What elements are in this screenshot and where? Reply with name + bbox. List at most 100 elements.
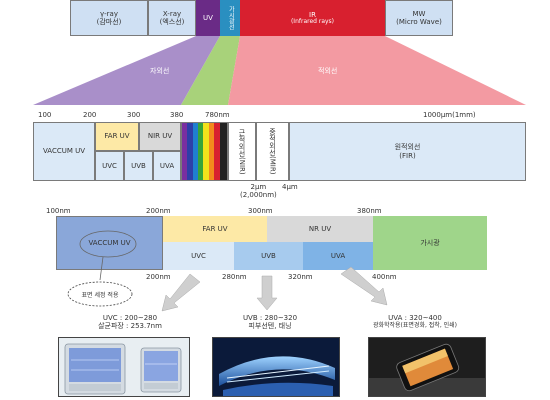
bar-uvb-label: UVB	[131, 161, 146, 170]
detail-tick-300: 300nm	[248, 207, 273, 215]
detail-tick-380: 380nm	[357, 207, 382, 215]
scale-tick-780: 780nm	[205, 111, 230, 119]
caption-uvc-line2: 살균파장 : 253.7nm	[98, 322, 162, 331]
detail-visible-label: 가시광	[420, 238, 440, 247]
band-ir-line1: IR	[309, 10, 316, 19]
arrow-uva	[340, 266, 388, 306]
rainbow-green	[198, 123, 204, 180]
tanning-bed-illustration	[219, 356, 335, 396]
scale-tick-300: 300	[127, 111, 141, 119]
rainbow-indigo	[187, 123, 193, 180]
arrow-uvb	[256, 275, 278, 311]
detail-bottom-tick-200: 200nm	[146, 273, 171, 281]
bar-mid-ir: 중적외선(MIR)	[256, 122, 289, 181]
photo-uvb-tanning-bed	[212, 337, 340, 397]
band-gamma-line1: γ-ray	[100, 9, 118, 18]
caption-uva-line1: UVA : 320~400	[388, 314, 442, 322]
scale-below-4um: 4μm	[282, 183, 298, 191]
detail-uvb: UVB	[234, 242, 303, 270]
bar-vaccum-uv-label: VACCUM UV	[42, 147, 86, 156]
photo-uva-phone	[368, 337, 486, 397]
bar-nir-uv: NIR UV	[139, 122, 181, 151]
fan-ir	[228, 36, 526, 105]
detail-bottom-tick-280: 280nm	[222, 273, 247, 281]
caption-uva-line2: 광화학작용(표면경화, 접착, 인쇄)	[372, 322, 458, 330]
rainbow-dark	[219, 123, 228, 180]
fan-uv	[33, 36, 220, 105]
bar-far-ir-line1: 원적외선	[394, 143, 421, 152]
scale-tick-1mm: 1000μm(1mm)	[423, 111, 476, 119]
bar-far-ir-line2: (FIR)	[399, 151, 416, 160]
fan-ir-label: 적외선	[318, 67, 338, 75]
detail-visible: 가시광	[373, 216, 487, 270]
caption-uvb: UVB : 280~320 피부선텐, 태닝	[220, 314, 320, 331]
detail-uva: UVA	[303, 242, 373, 270]
visible-rainbow	[181, 122, 228, 181]
detail-nr-uv: NR UV	[267, 216, 373, 242]
detail-uva-label: UVA	[330, 251, 346, 260]
caption-uvb-line2: 피부선텐, 태닝	[248, 322, 292, 331]
scale-tick-200: 200	[83, 111, 97, 119]
band-ir-line2: (Infrared rays)	[290, 17, 335, 25]
photo-uvc-sterilizer	[58, 337, 190, 397]
surface-note: 표면 세정 적용	[81, 292, 119, 299]
scale-below-2um-line2: (2,000nm)	[240, 191, 277, 200]
bar-uvc: UVC	[95, 151, 124, 181]
detail-nr-uv-label: NR UV	[308, 224, 332, 233]
detail-tick-200: 200nm	[146, 207, 171, 215]
arrow-uvc	[161, 273, 201, 312]
bar-far-ir: 원적외선 (FIR)	[289, 122, 526, 181]
detail-uvc-label: UVC	[191, 251, 206, 260]
bar-vaccum-uv: VACCUM UV	[33, 122, 95, 181]
caption-uvc: UVC : 200~280 살균파장 : 253.7nm	[80, 314, 180, 331]
band-xray-line1: X-ray	[162, 9, 182, 18]
band-uv: UV	[196, 0, 220, 36]
detail-vaccum-uv: VACCUM UV	[56, 216, 163, 270]
sterilizer-illustration	[64, 343, 182, 395]
vaccum-connector	[99, 256, 104, 281]
bar-far-uv: FAR UV	[95, 122, 139, 151]
bar-mid-ir-label: 중적외선(MIR)	[268, 128, 277, 175]
vaccum-oval	[79, 230, 137, 258]
caption-uva: UVA : 320~400 광화학작용(표면경화, 접착, 인쇄)	[345, 314, 485, 330]
bar-far-uv-label: FAR UV	[104, 132, 130, 141]
bar-uva: UVA	[153, 151, 181, 181]
rainbow-orange	[208, 123, 215, 180]
scale-below-2um-line1: 2μm	[250, 183, 267, 191]
rainbow-yellow	[203, 123, 209, 180]
detail-tick-100: 100nm	[46, 207, 71, 215]
band-xray: X-ray (엑스선)	[148, 0, 196, 36]
bar-nir-uv-label: NIR UV	[147, 132, 173, 141]
rainbow-red	[214, 123, 220, 180]
detail-uvc: UVC	[163, 242, 234, 270]
bar-near-ir-label: 근적외선(NIR)	[238, 128, 247, 175]
fan-uv-label: 자외선	[150, 67, 170, 75]
bar-near-ir: 근적외선(NIR)	[228, 122, 256, 181]
rainbow-blue	[192, 123, 199, 180]
scale-tick-100: 100	[38, 111, 52, 119]
band-gamma-line2: (감마선)	[96, 18, 122, 26]
detail-uvb-label: UVB	[261, 251, 276, 260]
band-mw-line1: MW	[412, 9, 426, 18]
band-ir: IR (Infrared rays)	[240, 0, 385, 36]
detail-bottom-tick-320: 320nm	[288, 273, 313, 281]
bar-uva-label: UVA	[159, 161, 175, 170]
band-mw-line2: (Micro Wave)	[396, 18, 442, 26]
caption-uvb-line1: UVB : 280~320	[242, 314, 298, 322]
band-uv-label: UV	[203, 13, 213, 22]
band-visible-label: 가시광선	[227, 6, 235, 30]
band-mw: MW (Micro Wave)	[385, 0, 453, 36]
phone-illustration	[369, 343, 485, 396]
bar-uvb: UVB	[124, 151, 153, 181]
detail-vaccum-uv-label: VACCUM UV	[88, 238, 131, 247]
band-visible: 가시광선	[220, 0, 240, 36]
surface-oval	[67, 281, 133, 307]
rainbow-violet	[182, 123, 188, 180]
detail-far-uv-label: FAR UV	[202, 224, 228, 233]
scale-tick-380: 380	[170, 111, 184, 119]
scale-below-2um: 2μm (2,000nm)	[240, 183, 277, 199]
caption-uvc-line1: UVC : 200~280	[102, 314, 158, 322]
band-gamma: γ-ray (감마선)	[70, 0, 148, 36]
detail-far-uv: FAR UV	[163, 216, 267, 242]
